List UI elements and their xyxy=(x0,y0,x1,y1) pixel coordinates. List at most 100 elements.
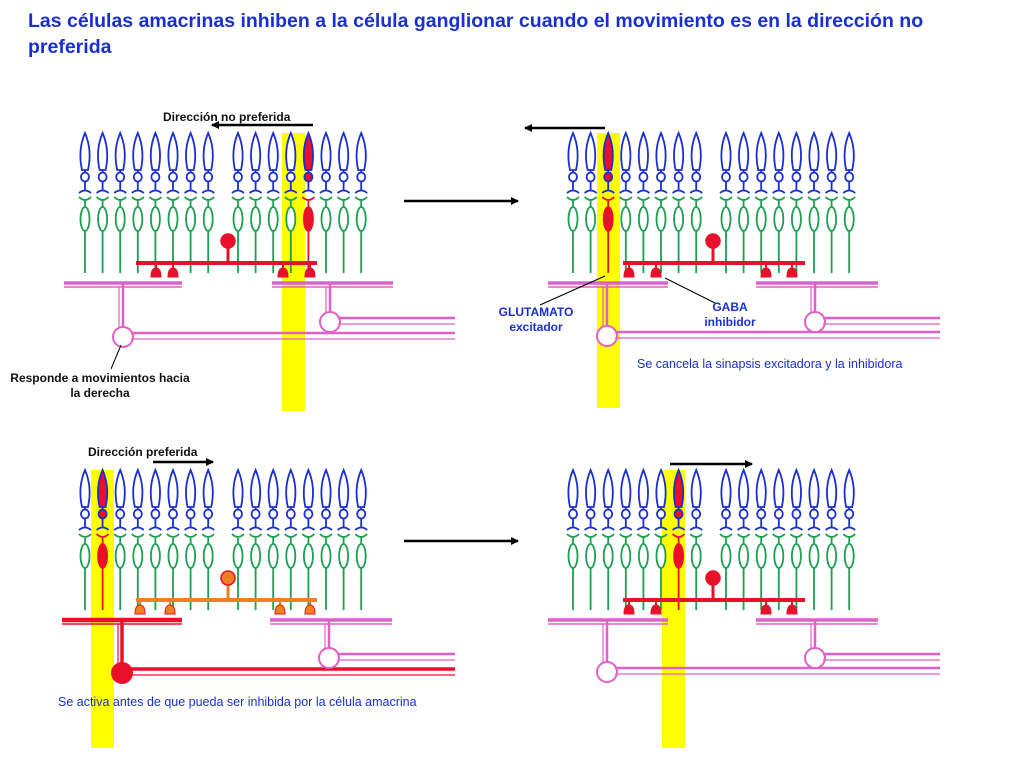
bipolar-dendrite xyxy=(772,196,786,207)
bipolar-soma xyxy=(673,543,684,569)
photoreceptor-nucleus xyxy=(773,508,784,520)
bipolar-soma xyxy=(690,543,702,569)
photoreceptor-nucleus xyxy=(638,508,649,520)
photoreceptor-terminal xyxy=(113,518,127,531)
bipolar-soma xyxy=(738,206,749,232)
cancel-note: Se cancela la sinapsis excitadora y la i… xyxy=(637,357,903,371)
photoreceptor-terminal xyxy=(131,518,145,531)
bipolar-soma xyxy=(808,206,820,232)
panel-nonpreferred-start xyxy=(64,130,455,348)
photoreceptor-terminal xyxy=(337,518,351,531)
synapse-terminal xyxy=(760,267,772,278)
photoreceptor-nucleus xyxy=(303,171,314,183)
bipolar-dendrite xyxy=(148,196,163,207)
bipolar-soma xyxy=(97,543,108,569)
photoreceptor-nucleus xyxy=(356,171,367,183)
photoreceptor-terminal xyxy=(301,181,315,194)
synapse-terminal xyxy=(786,604,798,615)
photoreceptor-nucleus xyxy=(738,508,749,520)
bipolar-soma xyxy=(132,206,144,232)
photoreceptor-outer-segment xyxy=(97,130,109,171)
photoreceptor-nucleus xyxy=(603,171,614,183)
bipolar-dendrite xyxy=(113,196,127,207)
bipolar-soma xyxy=(843,206,855,232)
photoreceptor-terminal xyxy=(148,181,162,194)
photoreceptor-terminal xyxy=(825,181,839,194)
amacrine-soma xyxy=(705,570,721,586)
bipolar-dendrite xyxy=(736,533,751,544)
direction-preferred-label: Dirección preferida xyxy=(88,445,198,459)
bipolar-soma xyxy=(202,206,214,232)
direction-non-preferred-label: Dirección no preferida xyxy=(163,110,291,124)
photoreceptor-nucleus xyxy=(773,171,784,183)
photoreceptor-nucleus xyxy=(132,508,143,520)
ganglion-soma xyxy=(112,326,134,348)
photoreceptor-terminal xyxy=(201,518,215,531)
photoreceptor-outer-segment xyxy=(355,130,367,171)
photoreceptor-nucleus xyxy=(809,508,819,520)
bipolar-soma xyxy=(738,543,749,569)
photoreceptor-outer-segment xyxy=(602,467,614,508)
bipolar-dendrite xyxy=(95,196,110,207)
bipolar-dendrite xyxy=(719,533,733,544)
bipolar-dendrite xyxy=(583,533,598,544)
bipolar-soma xyxy=(567,543,579,569)
photoreceptor-outer-segment xyxy=(755,130,767,171)
bipolar-dendrite xyxy=(231,533,245,544)
photoreceptor-terminal xyxy=(231,181,245,194)
leader-line xyxy=(110,344,122,370)
glutamate-title: GLUTAMATO xyxy=(498,305,574,319)
photoreceptor-outer-segment xyxy=(320,467,332,508)
photoreceptor-terminal xyxy=(825,518,839,531)
bipolar-soma xyxy=(690,206,702,232)
photoreceptor-outer-segment xyxy=(79,467,91,508)
photoreceptor-terminal xyxy=(96,181,110,194)
amacrine-soma xyxy=(220,233,236,249)
photoreceptor-terminal xyxy=(672,518,686,531)
photoreceptor-nucleus xyxy=(691,171,702,183)
amacrine-soma xyxy=(705,233,721,249)
photoreceptor-nucleus xyxy=(203,171,214,183)
bipolar-soma xyxy=(185,543,197,569)
photoreceptor-nucleus xyxy=(673,508,684,520)
photoreceptor-terminal xyxy=(772,518,786,531)
photoreceptor-outer-segment xyxy=(673,130,685,171)
photoreceptor-nucleus xyxy=(338,508,349,520)
photoreceptor-terminal xyxy=(772,181,786,194)
photoreceptor-outer-segment xyxy=(790,467,802,508)
bipolar-soma xyxy=(355,543,367,569)
photoreceptor-nucleus xyxy=(791,508,802,520)
photoreceptor-outer-segment xyxy=(338,130,350,171)
photoreceptor-nucleus xyxy=(338,171,349,183)
photoreceptor-nucleus xyxy=(826,508,837,520)
photoreceptor-terminal xyxy=(78,518,92,531)
bipolar-soma xyxy=(302,206,314,232)
bipolar-dendrite xyxy=(131,533,145,544)
photoreceptor-outer-segment xyxy=(738,467,750,508)
photoreceptor-nucleus xyxy=(132,171,143,183)
bipolar-dendrite xyxy=(824,533,839,544)
bipolar-soma xyxy=(267,206,279,232)
bipolar-dendrite xyxy=(619,533,633,544)
photoreceptor-nucleus xyxy=(285,171,296,183)
bipolar-soma xyxy=(826,543,837,569)
bipolar-soma xyxy=(338,543,350,569)
bipolar-dendrite xyxy=(583,196,598,207)
photoreceptor-terminal xyxy=(301,518,315,531)
photoreceptor-terminal xyxy=(78,181,92,194)
photoreceptor-nucleus xyxy=(115,171,126,183)
bipolar-dendrite xyxy=(654,196,668,207)
photoreceptor-terminal xyxy=(249,518,263,531)
photoreceptor-outer-segment xyxy=(132,467,144,508)
synapse-terminal xyxy=(167,267,179,278)
photoreceptor-nucleus xyxy=(568,508,578,520)
photoreceptor-terminal xyxy=(754,181,768,194)
photoreceptor-outer-segment xyxy=(808,467,820,508)
ganglion-soma xyxy=(596,325,618,347)
photoreceptor-nucleus xyxy=(756,171,767,183)
photoreceptor-terminal xyxy=(619,518,633,531)
photoreceptor-nucleus xyxy=(844,508,855,520)
photoreceptor-outer-segment xyxy=(790,130,802,171)
photoreceptor-terminal xyxy=(319,518,333,531)
